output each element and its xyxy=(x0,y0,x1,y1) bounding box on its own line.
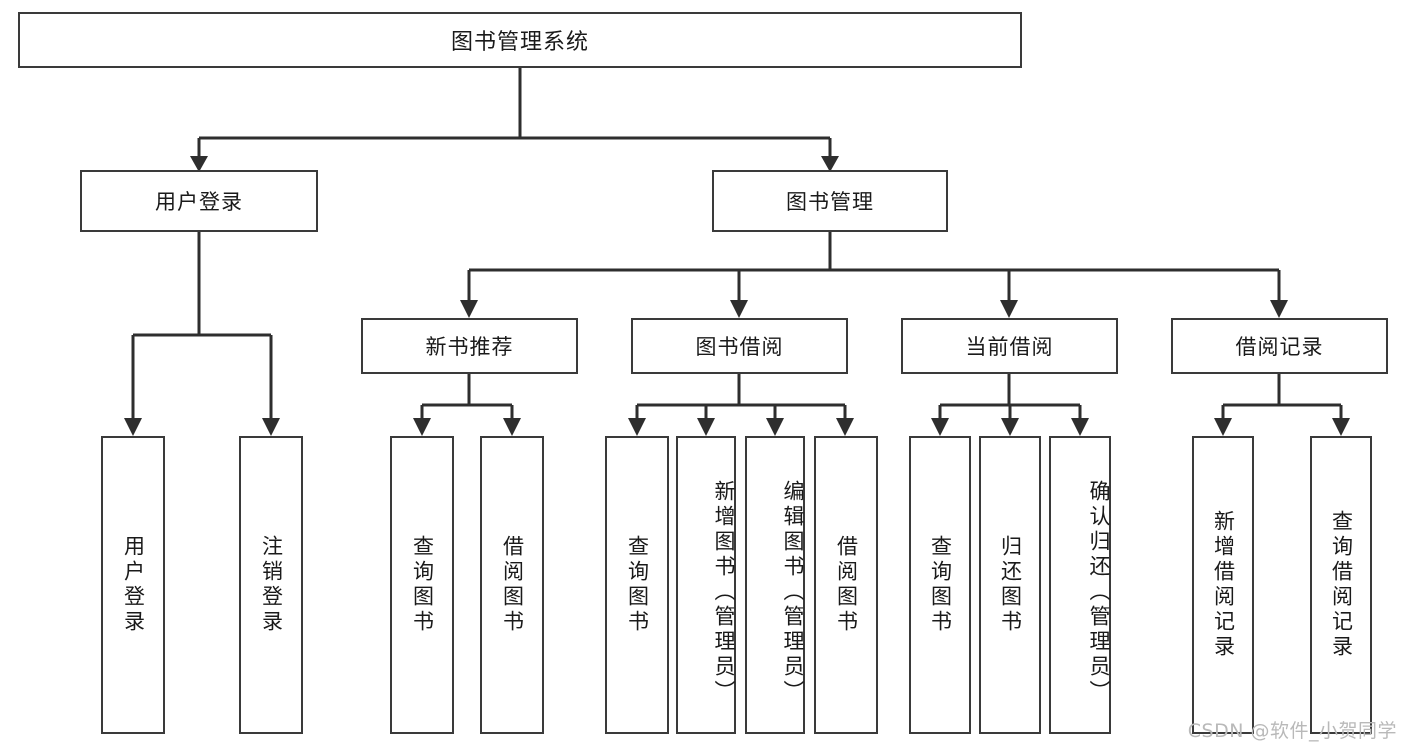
node-label: 归还图书 xyxy=(998,535,1023,635)
node-label: 借阅图书 xyxy=(500,535,525,635)
node-leaf-add-book-admin[interactable]: 新增图书（管理员） xyxy=(676,436,736,734)
node-leaf-borrow-book-borrow[interactable]: 借阅图书 xyxy=(814,436,878,734)
node-label: 图书管理 xyxy=(786,190,874,214)
node-label: 用户登录 xyxy=(155,190,243,214)
node-label: 新增图书（管理员） xyxy=(712,479,736,705)
node-user-login[interactable]: 用户登录 xyxy=(80,170,318,232)
node-leaf-borrow-book-recommend[interactable]: 借阅图书 xyxy=(480,436,544,734)
node-leaf-query-borrow-record[interactable]: 查询借阅记录 xyxy=(1310,436,1372,734)
node-label: 查询借阅记录 xyxy=(1329,510,1354,660)
node-label: 当前借阅 xyxy=(965,335,1054,359)
node-label: 编辑图书（管理员） xyxy=(781,479,805,705)
node-label: 图书管理系统 xyxy=(450,30,589,55)
node-book-management[interactable]: 图书管理 xyxy=(712,170,948,232)
node-borrow-record[interactable]: 借阅记录 xyxy=(1171,318,1388,374)
node-new-book-recommend[interactable]: 新书推荐 xyxy=(361,318,578,374)
node-leaf-query-book-recommend[interactable]: 查询图书 xyxy=(390,436,454,734)
node-leaf-return-book[interactable]: 归还图书 xyxy=(979,436,1041,734)
node-leaf-add-borrow-record[interactable]: 新增借阅记录 xyxy=(1192,436,1254,734)
node-leaf-query-book-borrow[interactable]: 查询图书 xyxy=(605,436,669,734)
node-leaf-query-book-current[interactable]: 查询图书 xyxy=(909,436,971,734)
node-leaf-edit-book-admin[interactable]: 编辑图书（管理员） xyxy=(745,436,805,734)
node-leaf-user-login[interactable]: 用户登录 xyxy=(101,436,165,734)
node-label: 借阅图书 xyxy=(834,535,859,635)
node-label: 查询图书 xyxy=(928,535,953,635)
node-label: 新增借阅记录 xyxy=(1211,510,1236,660)
node-label: 新书推荐 xyxy=(425,335,514,359)
node-leaf-confirm-return-admin[interactable]: 确认归还（管理员） xyxy=(1049,436,1111,734)
node-label: 查询图书 xyxy=(625,535,650,635)
node-label: 图书借阅 xyxy=(695,335,784,359)
node-leaf-logout-login[interactable]: 注销登录 xyxy=(239,436,303,734)
node-label: 查询图书 xyxy=(410,535,435,635)
csdn-watermark: CSDN @软件_小贺同学 xyxy=(1187,720,1397,742)
node-label: 确认归还（管理员） xyxy=(1087,479,1111,705)
node-label: 借阅记录 xyxy=(1235,335,1324,359)
node-book-borrow[interactable]: 图书借阅 xyxy=(631,318,848,374)
node-label: 用户登录 xyxy=(121,535,146,635)
node-label: 注销登录 xyxy=(259,535,284,635)
node-root-book-management-system[interactable]: 图书管理系统 xyxy=(18,12,1022,68)
node-current-borrow[interactable]: 当前借阅 xyxy=(901,318,1118,374)
